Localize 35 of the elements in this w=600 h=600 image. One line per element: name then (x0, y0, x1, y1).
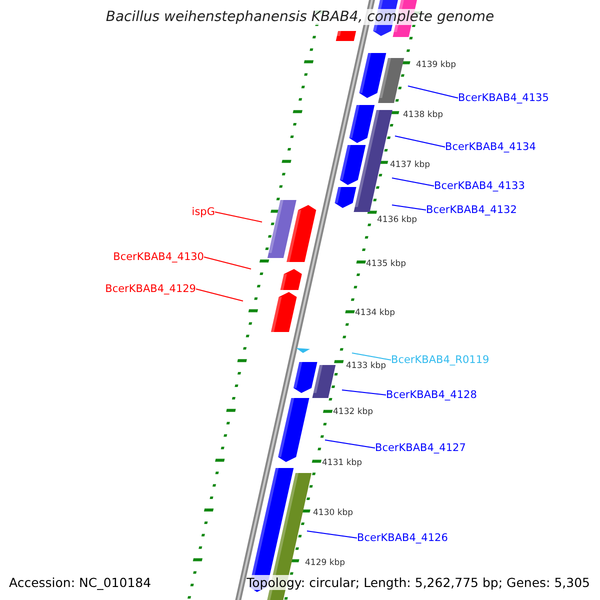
scale-label: 4137 kbp (390, 160, 430, 170)
gene-label: BcerKBAB4_4126 (357, 532, 448, 544)
gene-label: BcerKBAB4_4127 (375, 442, 466, 454)
genome-info-text: Topology: circular; Length: 5,262,775 bp; Genes: 5,305 (246, 575, 590, 590)
leader-line (214, 212, 262, 222)
scale-label: 4133 kbp (346, 361, 386, 371)
scale-label: 4131 kbp (322, 458, 362, 468)
scale-label: 4138 kbp (403, 110, 444, 120)
leader-line (394, 136, 446, 148)
gene-label: BcerKBAB4_R0119 (391, 354, 490, 366)
leader-line (324, 440, 376, 448)
gene-label: BcerKBAB4_4129 (105, 283, 196, 295)
gene-label: BcerKBAB4_4134 (445, 141, 536, 153)
gene-label: BcerKBAB4_4135 (458, 92, 549, 104)
scale-label: 4136 kbp (377, 215, 418, 225)
gene-label: ispG (192, 206, 215, 218)
gene-label: BcerKBAB4_4132 (426, 204, 517, 216)
leader-line (408, 86, 458, 98)
leader-line (352, 352, 392, 360)
scale-label: 4139 kbp (416, 60, 456, 70)
leader-line (392, 204, 426, 210)
scale-label: 4135 kbp (366, 259, 406, 269)
leader-line (204, 256, 252, 270)
leader-line (342, 390, 386, 396)
gene-label: BcerKBAB4_4128 (386, 389, 477, 401)
scale-label: 4132 kbp (333, 407, 374, 417)
leader-line (392, 178, 434, 186)
scale-label: 4129 kbp (305, 558, 346, 568)
leader-line (196, 288, 244, 302)
scale-label: 4134 kbp (355, 308, 396, 318)
gene-label: BcerKBAB4_4130 (113, 251, 204, 263)
accession-text: Accession: NC_010184 (9, 575, 152, 590)
gene-label: BcerKBAB4_4133 (434, 180, 525, 192)
leader-line (306, 530, 358, 538)
scale-label: 4130 kbp (313, 508, 354, 518)
